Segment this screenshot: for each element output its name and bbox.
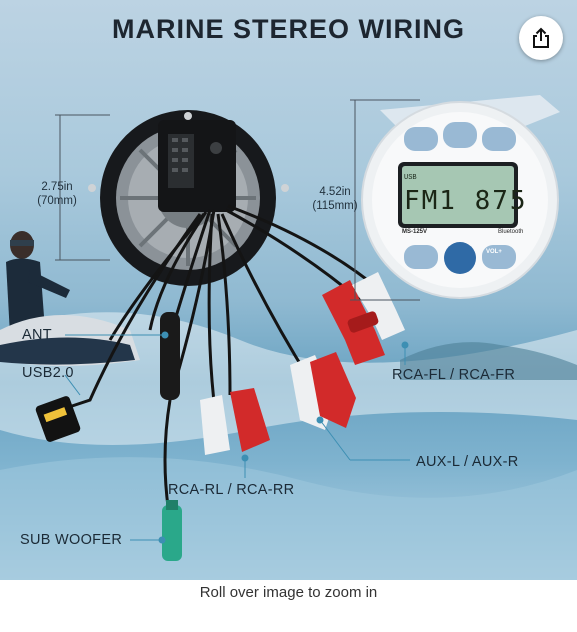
lcd-frequency-text: FM1 875	[404, 186, 528, 216]
island	[400, 342, 577, 380]
stereo-head-unit	[361, 101, 559, 299]
rca-front-connectors	[322, 272, 405, 365]
ant-connector	[160, 312, 180, 400]
sub-woofer-connector	[162, 500, 182, 561]
jet-ski-rider	[0, 231, 140, 366]
zoom-hint: Roll over image to zoom in	[199, 584, 378, 601]
diameter-mm: (115mm)	[312, 200, 358, 212]
bluetooth-label: Bluetooth	[498, 229, 524, 235]
image-title: MARINE STEREO WIRING	[111, 14, 465, 44]
model-label: MS-125V	[402, 229, 428, 235]
depth-mm: (70mm)	[37, 195, 77, 207]
aux-label: AUX-L / AUX-R	[416, 454, 519, 470]
usb-connector	[35, 396, 81, 442]
rca-front-label: RCA-FL / RCA-FR	[392, 367, 516, 383]
share-button[interactable]	[519, 16, 563, 60]
label-leader-lines	[64, 331, 410, 544]
ant-label: ANT	[22, 327, 52, 343]
diameter-inches: 4.52in	[319, 186, 351, 198]
diameter-dimension: 4.52in (115mm)	[300, 185, 370, 213]
usb-label: USB2.0	[22, 365, 74, 381]
depth-dimension: 2.75in (70mm)	[22, 180, 92, 208]
rca-rear-label: RCA-RL / RCA-RR	[168, 482, 295, 498]
sub-woofer-label: SUB WOOFER	[20, 532, 123, 548]
dimension-guides	[55, 99, 420, 301]
product-image	[0, 95, 577, 580]
depth-inches: 2.75in	[41, 181, 73, 193]
volume-button-label: VOL+	[486, 249, 502, 255]
lcd-source-text: USB	[404, 174, 417, 182]
stereo-back-housing	[88, 110, 289, 286]
water-wave	[0, 457, 577, 580]
aux-connectors	[290, 352, 356, 430]
water-spray	[0, 312, 577, 445]
product-image-frame[interactable]: MARINE STEREO WIRING 2.75in (70mm) 4.52i…	[0, 0, 577, 580]
share-icon	[533, 27, 549, 48]
wire-harness	[59, 204, 381, 521]
rca-rear-connectors	[200, 388, 270, 455]
